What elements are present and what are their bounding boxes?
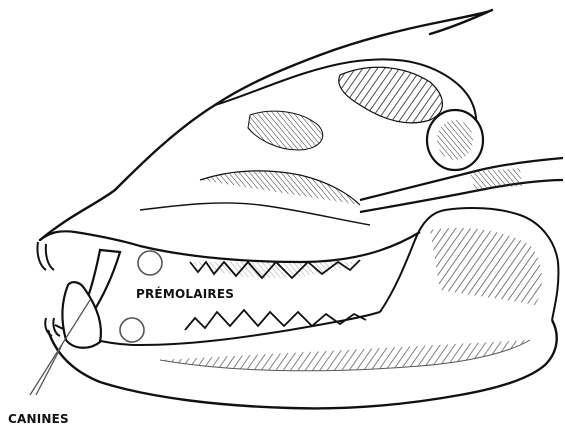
cranium-shading [339,67,443,123]
lower-cheek-teeth [185,310,366,330]
upper-jaw-outline [40,231,420,262]
cranium-shading-2 [248,111,323,150]
canines-label: CANINES [8,412,69,426]
canines-leader-lower [36,345,62,395]
lower-premolar-marker [120,318,144,342]
upper-incisors [37,242,54,270]
premolars-label: PRÉMOLAIRES [136,287,234,301]
upper-premolar-marker [138,251,162,275]
